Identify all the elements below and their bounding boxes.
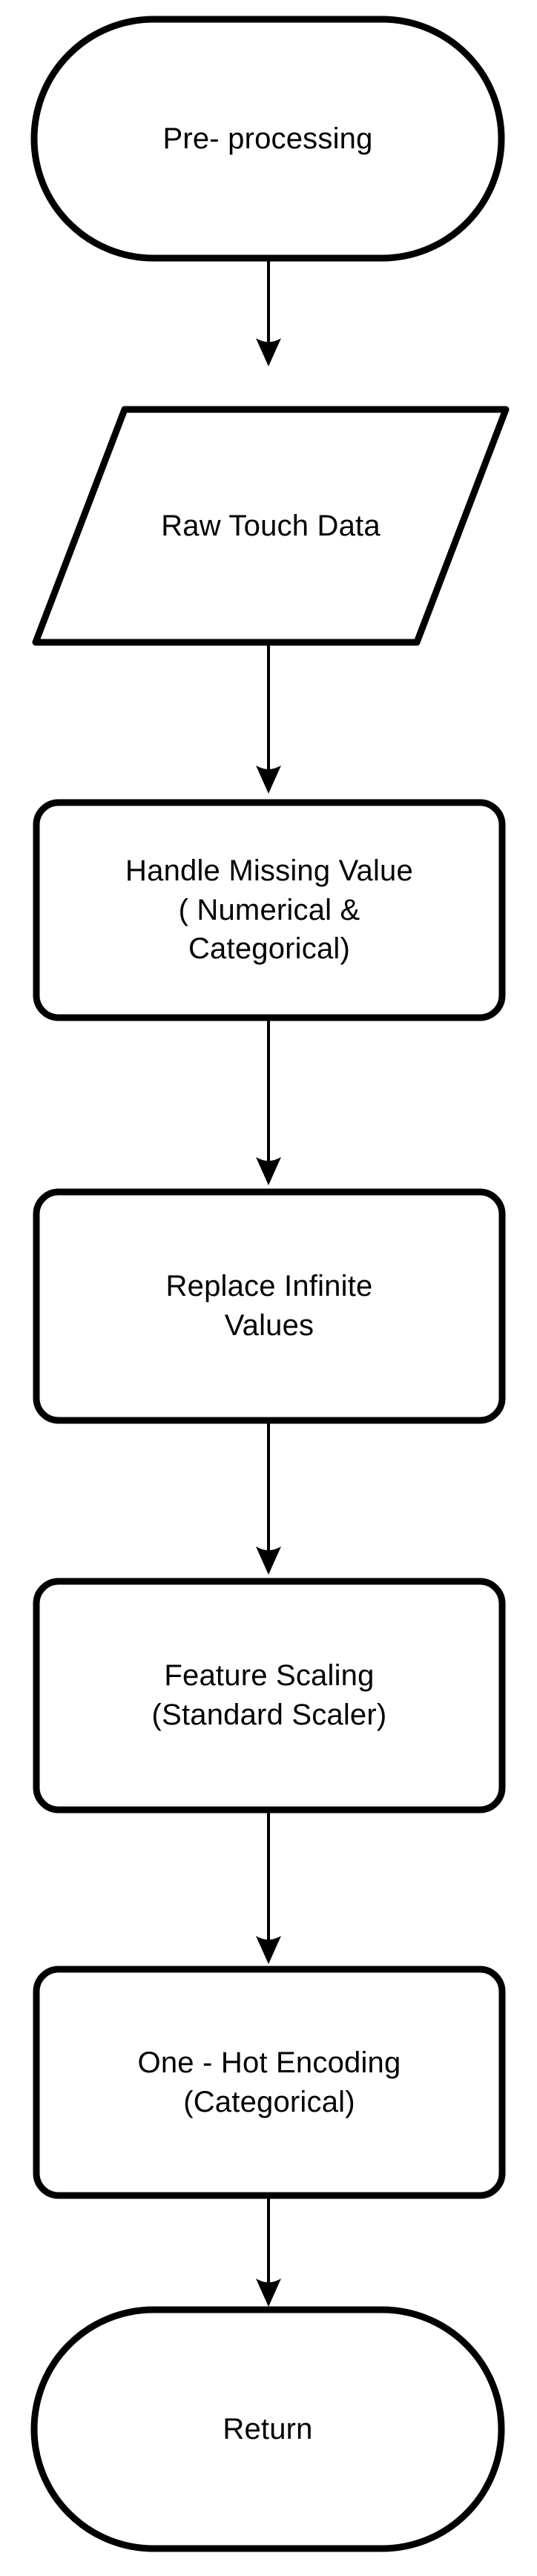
- edge-6-arrowhead: [256, 2279, 281, 2307]
- node-return-shape[interactable]: [30, 2306, 505, 2552]
- node-replace-infinite-values-shape[interactable]: [33, 1188, 506, 1424]
- edge-1-arrowhead: [256, 338, 281, 366]
- edge-4-arrowhead: [256, 1546, 281, 1575]
- edge-3-arrowhead: [256, 1157, 281, 1185]
- edge-2-arrowhead: [256, 765, 281, 794]
- node-one-hot-encoding-shape[interactable]: [33, 1966, 506, 2199]
- node-feature-scaling-shape[interactable]: [33, 1578, 506, 1814]
- node-handle-missing-value-shape[interactable]: [33, 799, 506, 1021]
- edge-5-arrowhead: [256, 1936, 281, 1964]
- node-raw-touch-data-shape[interactable]: [32, 406, 510, 646]
- node-pre-processing-shape[interactable]: [30, 16, 505, 262]
